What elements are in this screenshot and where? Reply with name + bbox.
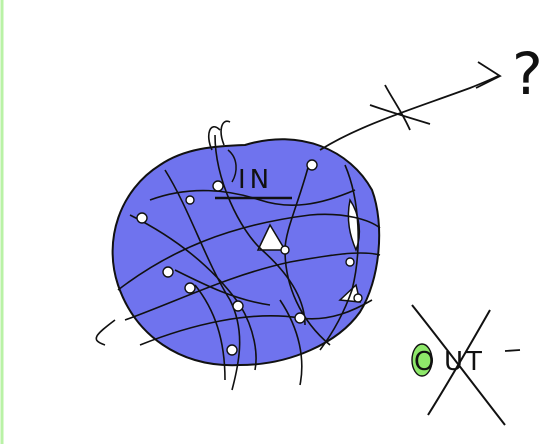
outside-label-o: O	[414, 347, 434, 377]
inside-label: IN	[238, 165, 273, 195]
escape-path-line	[320, 76, 498, 150]
cross-stroke-b	[385, 85, 410, 130]
outside-label-group: O UT	[412, 305, 520, 425]
escape-path	[320, 62, 500, 150]
outside-label-t-bar	[505, 350, 520, 351]
question-mark: ?	[512, 40, 543, 108]
